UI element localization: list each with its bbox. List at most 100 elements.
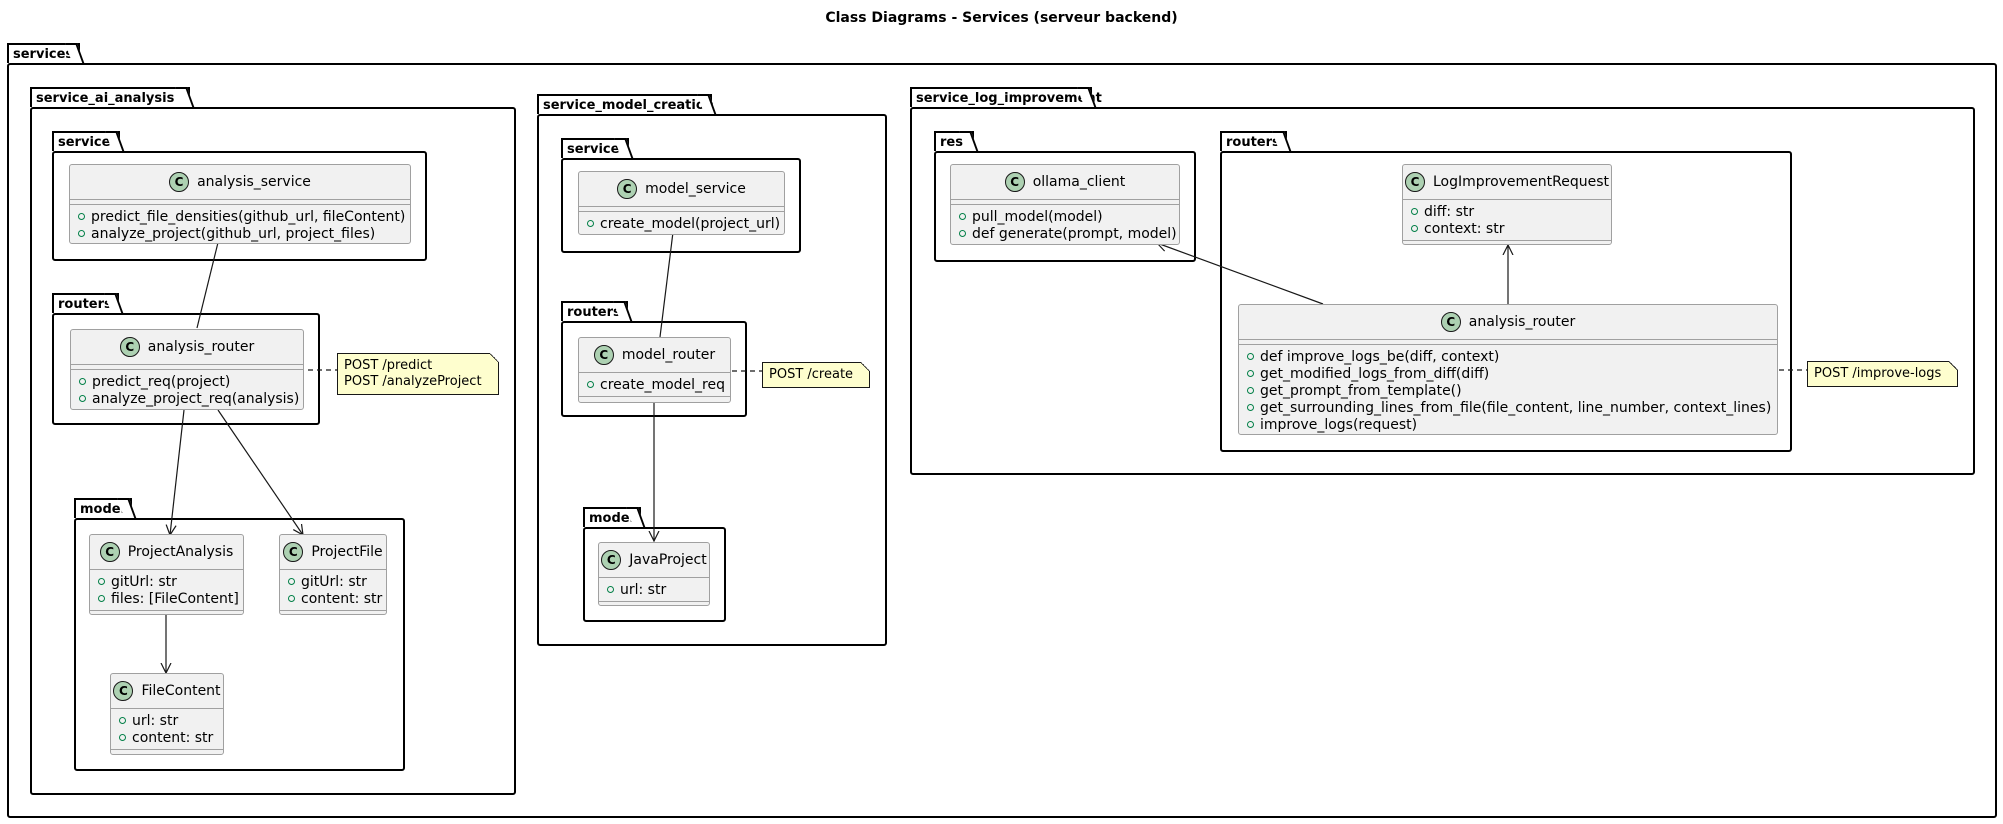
class-methods [280, 611, 386, 615]
class-attributes: create_model_req [579, 373, 730, 397]
package-tab-ai-models: models [74, 498, 133, 518]
class-method: get_modified_logs_from_diff(diff) [1260, 365, 1490, 382]
class-name: model_router [621, 347, 716, 363]
package-tab-li-rest: rest [934, 131, 974, 151]
package-li-routers [1220, 151, 1792, 452]
class-icon: C [113, 681, 134, 701]
class-icon: C [283, 542, 304, 562]
note-li-endpoints: POST /improve-logs [1807, 361, 1959, 387]
note-line: POST /create [769, 367, 854, 382]
class-icon: C [169, 172, 190, 192]
class-attribute: url: str [620, 581, 667, 598]
package-tab-services: services [7, 43, 80, 63]
class-method: analyze_project(github_url, project_file… [91, 225, 376, 242]
class-methods [111, 750, 223, 754]
class-method: def improve_logs_be(diff, context) [1260, 348, 1500, 365]
class-method: pull_model(model) [972, 208, 1103, 225]
class-attribute: url: str [132, 712, 179, 729]
class-icon: C [119, 337, 140, 357]
class-attributes [1239, 340, 1777, 345]
package-tab-service-log-improvement: service_log_improvement [910, 87, 1102, 107]
class-attribute: gitUrl: str [301, 573, 367, 590]
class-icon: C [617, 179, 638, 199]
package-ai-routers [52, 313, 320, 425]
class-attributes: diff: str context: str [1403, 200, 1611, 241]
note-ai-endpoints: POST /predict POST /analyzeProject [337, 353, 499, 395]
class-icon: C [601, 550, 622, 570]
class-javaproject[interactable]: C JavaProject url: str [598, 542, 710, 606]
edge-li-router-to-ollama [1157, 243, 1324, 305]
class-methods: predict_file_densities(github_url, fileC… [70, 205, 410, 245]
class-methods: predict_req(project) analyze_project_req… [71, 370, 303, 410]
class-attributes [579, 207, 784, 212]
package-mc-services [561, 158, 801, 253]
note-mc-endpoints: POST /create [762, 362, 871, 388]
class-name: analysis_router [147, 339, 255, 355]
class-filecontent[interactable]: C FileContent url: str content: str [110, 673, 224, 755]
package-tab-li-routers: routers [1220, 131, 1287, 151]
class-methods [1403, 241, 1611, 245]
class-attribute: content: str [132, 729, 214, 746]
diagram-title: Class Diagrams - Services (serveur backe… [825, 10, 1178, 26]
class-attribute: files: [FileContent] [111, 590, 239, 607]
package-li-rest [934, 151, 1196, 262]
class-name: ollama_client [1032, 174, 1126, 190]
class-name: JavaProject [629, 552, 707, 568]
package-service-model-creation [537, 114, 887, 646]
package-tab-mc-services: services [561, 138, 629, 158]
package-ai-services [52, 151, 427, 261]
class-method: predict_file_densities(github_url, fileC… [91, 208, 406, 225]
package-service-log-improvement [910, 107, 1975, 475]
class-attributes [951, 200, 1179, 205]
class-icon: C [1404, 172, 1425, 192]
package-tab-ai-services: services [52, 131, 120, 151]
edge-ai-router-to-projectanalysis [170, 409, 185, 535]
edge-model-router-to-service [659, 216, 675, 338]
class-name: analysis_service [197, 174, 311, 190]
class-method: improve_logs(request) [1260, 416, 1418, 433]
note-line: POST /analyzeProject [344, 374, 482, 389]
note-line: POST /improve-logs [1814, 366, 1942, 381]
class-icon: C [1004, 172, 1025, 192]
class-name: LogImprovementRequest [1432, 174, 1610, 190]
class-attributes [71, 365, 303, 370]
class-attribute: context: str [1424, 220, 1505, 237]
class-icon: C [1440, 312, 1461, 332]
class-attribute: content: str [301, 590, 383, 607]
class-method: get_surrounding_lines_from_file(file_con… [1260, 399, 1772, 416]
class-method: predict_req(project) [92, 373, 231, 390]
class-methods: def improve_logs_be(diff, context) get_m… [1239, 345, 1777, 436]
class-projectfile[interactable]: C ProjectFile gitUrl: str content: str [279, 534, 387, 615]
class-attributes: gitUrl: str files: [FileContent] [90, 570, 243, 611]
class-name: ProjectFile [311, 544, 383, 560]
class-method: def generate(prompt, model) [972, 225, 1177, 242]
class-methods [599, 602, 709, 606]
package-services [7, 63, 1997, 818]
class-name: FileContent [141, 683, 221, 699]
class-attributes: url: str content: str [111, 709, 223, 750]
class-attributes [70, 200, 410, 205]
class-name: model_service [645, 181, 746, 197]
class-method: analyze_project_req(analysis) [92, 390, 300, 407]
class-icon: C [99, 542, 120, 562]
class-methods [579, 397, 730, 401]
class-methods: create_model(project_url) [579, 212, 784, 235]
package-service-ai-analysis [30, 107, 516, 795]
note-line: POST /predict [344, 358, 433, 373]
package-tab-mc-models: models [583, 507, 642, 527]
edge-ai-router-to-projectfile [217, 409, 303, 535]
class-name: analysis_router [1468, 314, 1576, 330]
class-attribute: create_model_req [600, 376, 725, 393]
package-tab-service-model-creation: service_model_creation [537, 94, 714, 114]
class-methods: pull_model(model) def generate(prompt, m… [951, 205, 1179, 245]
class-logimprovementrequest[interactable]: C LogImprovementRequest diff: str context… [1402, 164, 1612, 245]
class-attribute: diff: str [1424, 203, 1475, 220]
